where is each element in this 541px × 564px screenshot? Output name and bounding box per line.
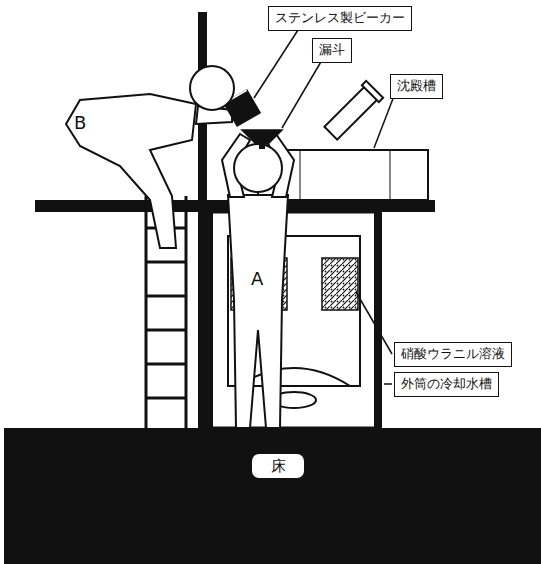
leader-line	[374, 96, 394, 148]
leader-lines	[254, 30, 394, 384]
callout-box: 漏斗	[312, 38, 352, 63]
worker-b-head	[190, 66, 234, 110]
worker-label: B	[74, 114, 86, 132]
worker-a-body	[228, 195, 288, 428]
leader-line	[384, 383, 392, 385]
leader-line	[356, 292, 392, 354]
callout-text: ステンレス製ビーカー	[275, 10, 405, 26]
worker-b-body	[66, 94, 196, 248]
funnel	[242, 130, 282, 144]
callout-text: 床	[271, 457, 286, 476]
floor-slab	[4, 428, 541, 564]
ladder-rung	[146, 261, 186, 264]
ladder-rung	[146, 329, 186, 332]
callout-text: 漏斗	[319, 42, 345, 58]
ladder-rung	[146, 295, 186, 298]
callout-box: 沈殿槽	[390, 74, 443, 99]
worker-label: A	[251, 270, 263, 288]
ladder-rung	[146, 363, 186, 366]
callout-box: 外筒の冷却水槽	[394, 372, 499, 397]
funnel-spout	[259, 144, 265, 149]
callout-text: 硝酸ウラニル溶液	[401, 346, 505, 362]
jacket-wall	[207, 212, 213, 428]
callout-box: 硝酸ウラニル溶液	[394, 342, 512, 367]
floor-label-box: 床	[250, 452, 306, 480]
tank-seam	[390, 150, 391, 200]
leader-line	[254, 30, 298, 98]
callout-text: 沈殿槽	[397, 78, 436, 94]
worker-a-head	[234, 144, 282, 192]
jacket-wall	[374, 212, 382, 428]
tank-nozzle	[322, 81, 383, 142]
tank-seam	[300, 150, 301, 200]
ladder-rail	[145, 196, 148, 428]
ladder-rail	[185, 196, 188, 428]
nozzle-cap	[362, 81, 383, 102]
ladder-rung	[146, 397, 186, 400]
callout-text: 外筒の冷却水槽	[401, 376, 492, 392]
leader-line	[282, 60, 322, 128]
uranyl-solution	[322, 258, 358, 310]
callout-box: ステンレス製ビーカー	[268, 6, 412, 31]
